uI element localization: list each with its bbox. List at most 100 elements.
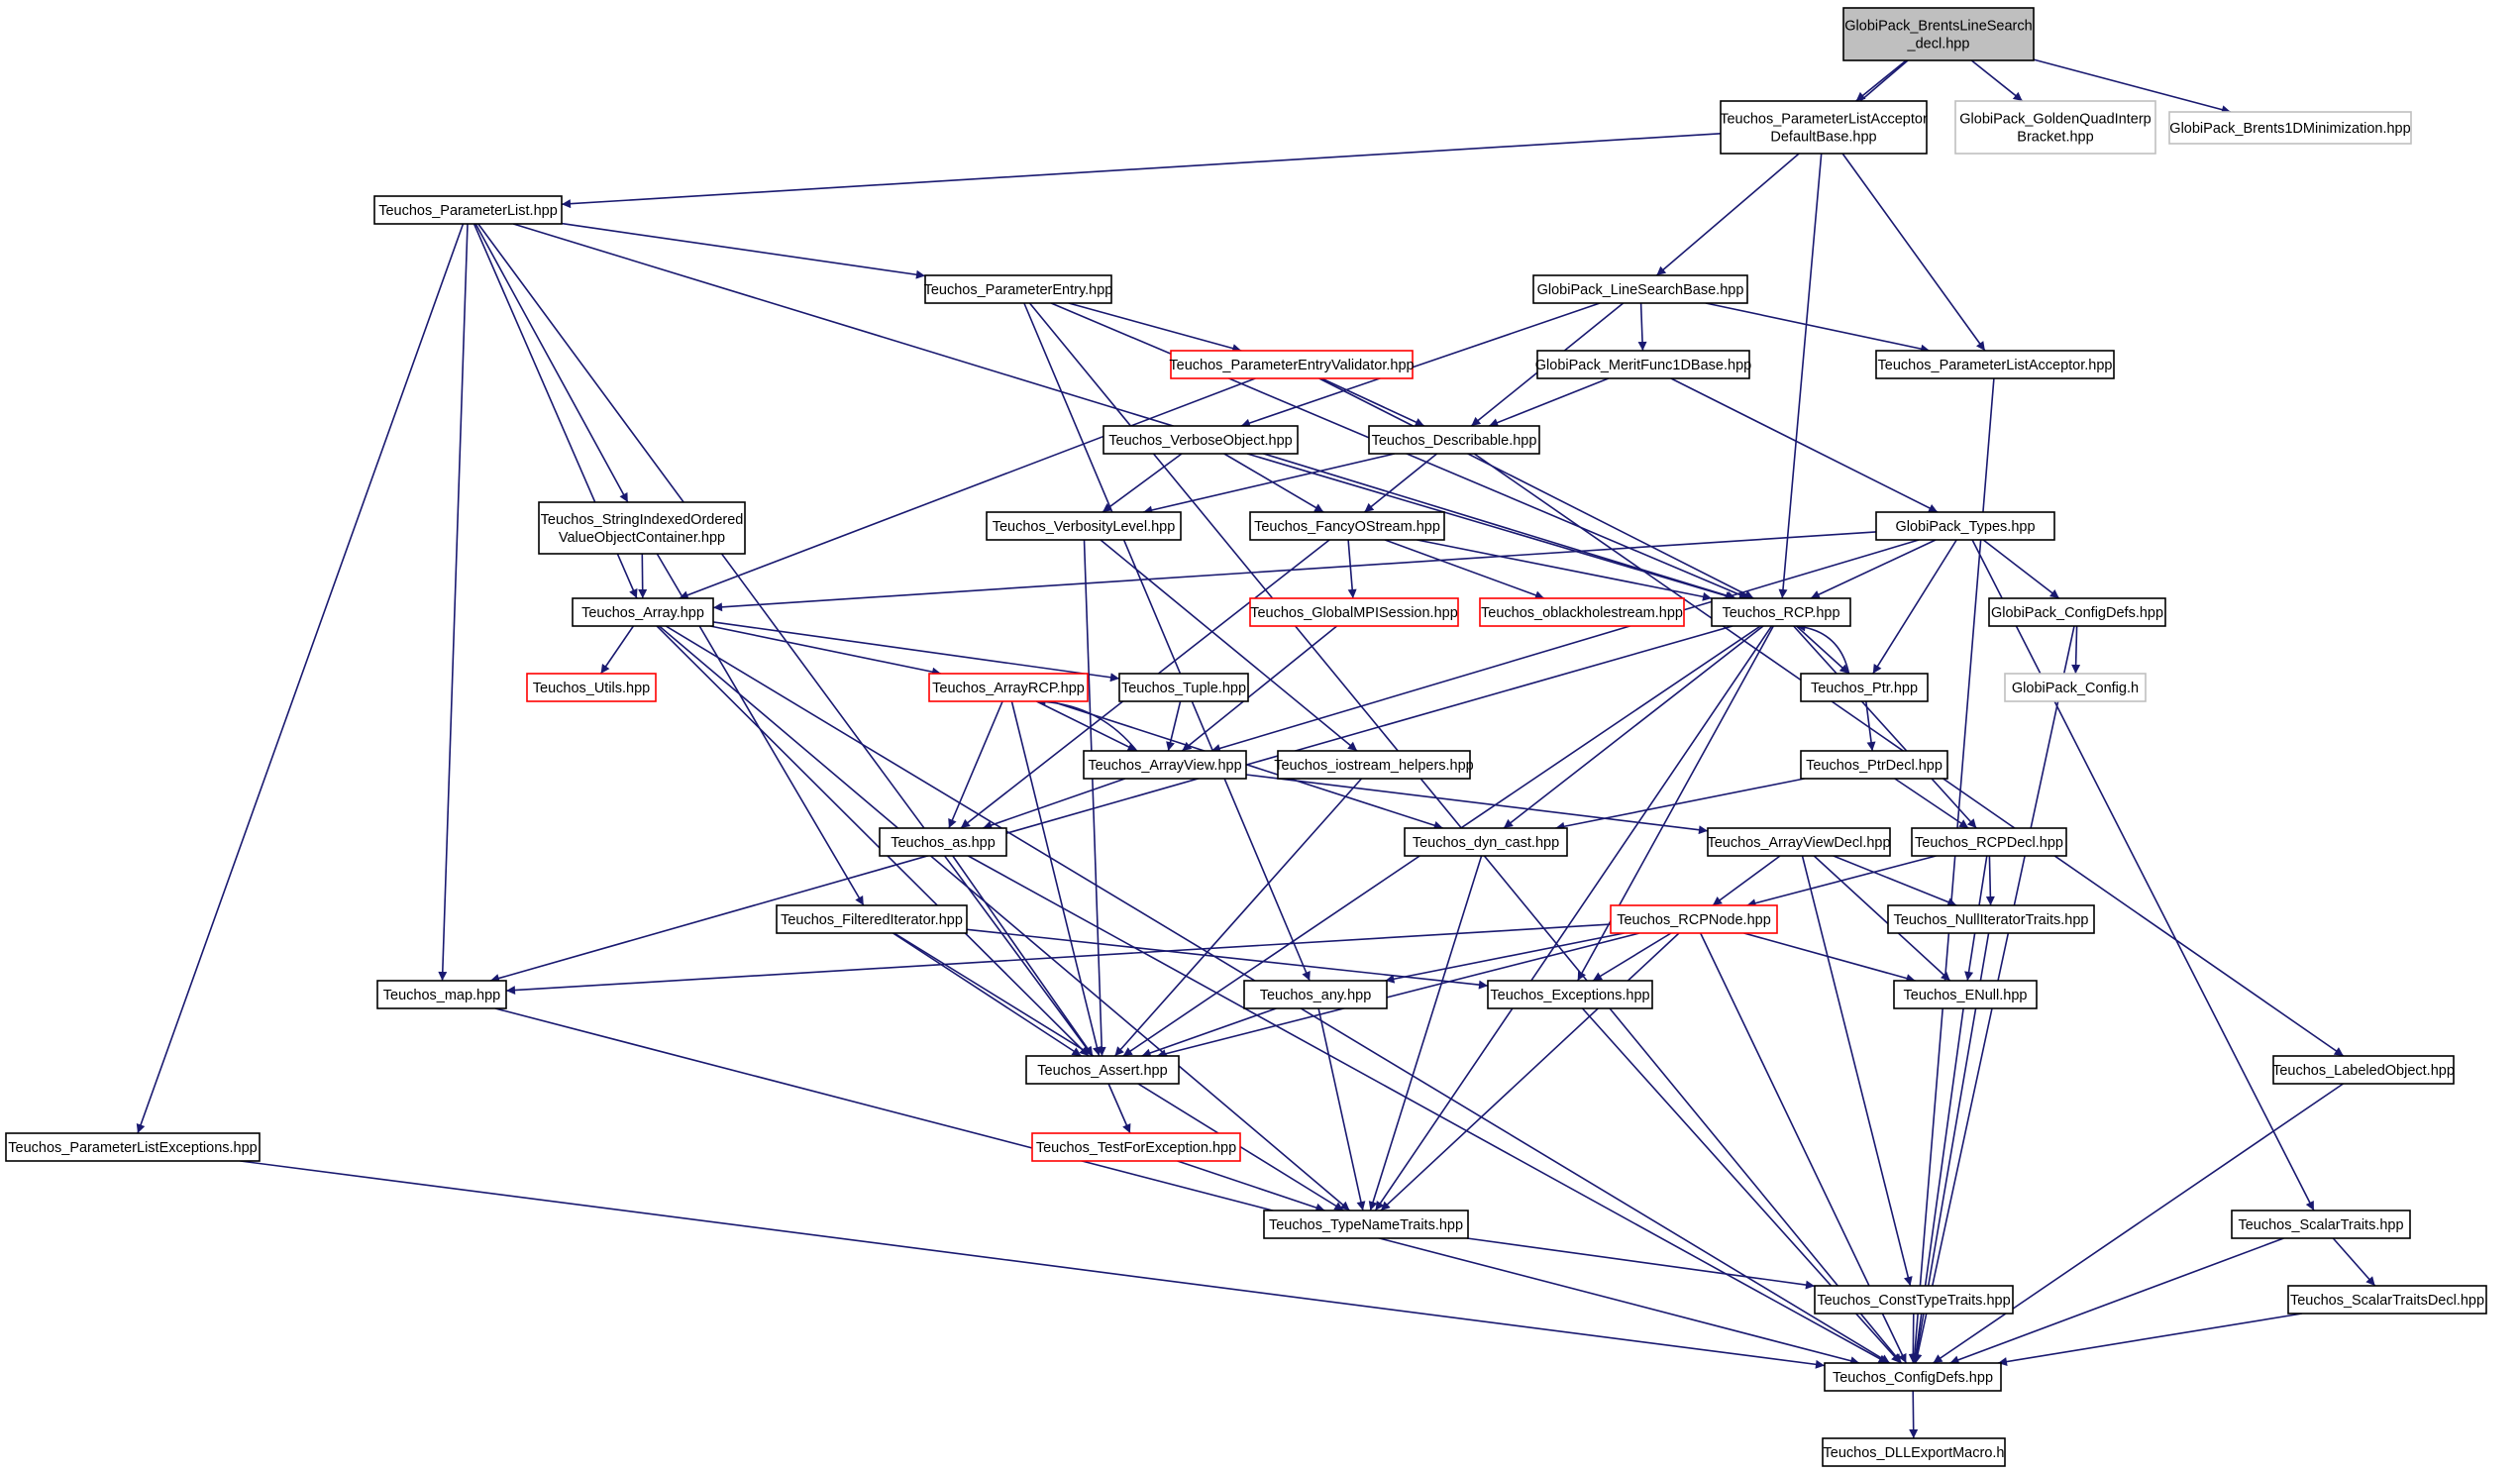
node-gcd[interactable]: GlobiPack_ConfigDefs.hpp: [1988, 597, 2166, 627]
node-vl[interactable]: Teuchos_VerbosityLevel.hpp: [986, 511, 1182, 541]
node-mf1[interactable]: GlobiPack_MeritFunc1DBase.hpp: [1535, 350, 1751, 379]
node-as[interactable]: Teuchos_as.hpp: [879, 827, 1007, 857]
node-label: GlobiPack_LineSearchBase.hpp: [1537, 282, 1744, 298]
edge-pl-to-ple: [136, 223, 465, 1134]
node-ple[interactable]: Teuchos_ParameterListExceptions.hpp: [5, 1132, 261, 1162]
node-ptrd[interactable]: Teuchos_PtrDecl.hpp: [1800, 750, 1948, 780]
node-label: Teuchos_VerboseObject.hpp: [1108, 433, 1292, 449]
node-sio[interactable]: Teuchos_StringIndexedOrderedValueObjectC…: [538, 501, 746, 555]
node-root[interactable]: GlobiPack_BrentsLineSearch_decl.hpp: [1842, 7, 2035, 61]
node-box-pe: [924, 274, 1112, 304]
node-tnt[interactable]: Teuchos_TypeNameTraits.hpp: [1263, 1210, 1469, 1239]
edge-pe-to-any: [1023, 302, 1311, 982]
node-rcp[interactable]: Teuchos_RCP.hpp: [1711, 597, 1851, 627]
node-tup[interactable]: Teuchos_Tuple.hpp: [1118, 673, 1249, 702]
node-label: Teuchos_StringIndexedOrdered: [541, 512, 744, 528]
node-any[interactable]: Teuchos_any.hpp: [1243, 980, 1388, 1009]
node-box-tcd: [1824, 1362, 2002, 1392]
node-box-sio: [538, 501, 746, 555]
edge-any-to-tnt: [1317, 1007, 1366, 1211]
node-tcd[interactable]: Teuchos_ConfigDefs.hpp: [1824, 1362, 2002, 1392]
node-ctt[interactable]: Teuchos_ConstTypeTraits.hpp: [1814, 1285, 2014, 1315]
node-lo[interactable]: Teuchos_LabeledObject.hpp: [2272, 1055, 2455, 1085]
node-dync[interactable]: Teuchos_dyn_cast.hpp: [1404, 827, 1568, 857]
node-rcpd[interactable]: Teuchos_RCPDecl.hpp: [1911, 827, 2067, 857]
node-label: Teuchos_ArrayViewDecl.hpp: [1707, 835, 1890, 851]
node-tfe[interactable]: Teuchos_TestForException.hpp: [1031, 1132, 1241, 1162]
node-fos[interactable]: Teuchos_FancyOStream.hpp: [1249, 511, 1445, 541]
node-box-fi: [776, 904, 968, 934]
node-dll[interactable]: Teuchos_DLLExportMacro.h: [1822, 1437, 2006, 1467]
node-box-obh: [1479, 597, 1685, 627]
edge-pl-to-map: [438, 223, 469, 982]
node-b1dm[interactable]: GlobiPack_Brents1DMinimization.hpp: [2168, 111, 2412, 145]
node-box-ple: [5, 1132, 261, 1162]
node-box-utils: [526, 673, 657, 702]
node-pla[interactable]: Teuchos_ParameterListAcceptor.hpp: [1875, 350, 2115, 379]
node-exc[interactable]: Teuchos_Exceptions.hpp: [1487, 980, 1653, 1009]
edge-rcp-to-exc: [1576, 625, 1775, 982]
node-arr[interactable]: Teuchos_Array.hpp: [572, 597, 714, 627]
edge-lsb-to-pla: [1705, 302, 1931, 354]
node-label: GlobiPack_GoldenQuadInterp: [1959, 112, 2151, 128]
node-lsb[interactable]: GlobiPack_LineSearchBase.hpp: [1532, 274, 1748, 304]
node-av[interactable]: Teuchos_ArrayView.hpp: [1083, 750, 1247, 780]
edge-tup-to-av: [1166, 700, 1182, 752]
node-plab[interactable]: Teuchos_ParameterListAcceptorDefaultBase…: [1720, 100, 1928, 155]
node-gmpi[interactable]: Teuchos_GlobalMPISession.hpp: [1249, 597, 1459, 627]
node-gcfg[interactable]: GlobiPack_Config.h: [2004, 673, 2147, 702]
edge-map-to-tcd: [494, 1007, 1860, 1366]
node-box-enull: [1893, 980, 2038, 1009]
node-arcp[interactable]: Teuchos_ArrayRCP.hpp: [928, 673, 1089, 702]
node-rcpn[interactable]: Teuchos_RCPNode.hpp: [1610, 904, 1778, 934]
node-box-rcp: [1711, 597, 1851, 627]
node-std[interactable]: Teuchos_ScalarTraitsDecl.hpp: [2287, 1285, 2487, 1315]
node-label: GlobiPack_MeritFunc1DBase.hpp: [1535, 358, 1751, 373]
edge-tfe-to-tnt: [1177, 1160, 1325, 1212]
node-gt[interactable]: GlobiPack_Types.hpp: [1875, 511, 2055, 541]
node-label: Teuchos_FancyOStream.hpp: [1254, 519, 1440, 535]
edge-fos-to-obh: [1384, 539, 1545, 600]
node-box-lsb: [1532, 274, 1748, 304]
edge-sio-to-arr: [638, 553, 648, 599]
node-pl[interactable]: Teuchos_ParameterList.hpp: [373, 195, 563, 225]
node-pev[interactable]: Teuchos_ParameterEntryValidator.hpp: [1169, 350, 1415, 379]
edge-rcpn-to-exc: [1592, 932, 1672, 982]
node-avd[interactable]: Teuchos_ArrayViewDecl.hpp: [1707, 827, 1891, 857]
node-pe[interactable]: Teuchos_ParameterEntry.hpp: [924, 274, 1113, 304]
node-box-gt: [1875, 511, 2055, 541]
node-desc[interactable]: Teuchos_Describable.hpp: [1368, 425, 1540, 455]
node-box-vo: [1102, 425, 1299, 455]
edge-pev-to-rcp: [1318, 377, 1754, 599]
node-nit[interactable]: Teuchos_NullIteratorTraits.hpp: [1887, 904, 2095, 934]
node-label: Teuchos_ParameterEntry.hpp: [924, 282, 1113, 298]
node-label: Teuchos_Ptr.hpp: [1811, 681, 1918, 696]
edge-arr-to-tnt: [658, 625, 1351, 1211]
edge-gt-to-gcd: [1982, 539, 2060, 599]
node-utils[interactable]: Teuchos_Utils.hpp: [526, 673, 657, 702]
edge-asrt-to-tfe: [1107, 1083, 1131, 1134]
node-ioh[interactable]: Teuchos_iostream_helpers.hpp: [1274, 750, 1474, 780]
node-vo[interactable]: Teuchos_VerboseObject.hpp: [1102, 425, 1299, 455]
node-box-avd: [1707, 827, 1891, 857]
node-enull[interactable]: Teuchos_ENull.hpp: [1893, 980, 2038, 1009]
node-label: Teuchos_ParameterListAcceptor.hpp: [1878, 358, 2113, 373]
edge-st-to-std: [2332, 1237, 2376, 1287]
node-label: Teuchos_as.hpp: [891, 835, 996, 851]
edge-arr-to-asrt: [656, 625, 1090, 1057]
node-label: ValueObjectContainer.hpp: [559, 530, 725, 546]
node-layer: GlobiPack_BrentsLineSearch_decl.hppTeuch…: [5, 7, 2487, 1467]
node-fi[interactable]: Teuchos_FilteredIterator.hpp: [776, 904, 968, 934]
node-label: Teuchos_oblackholestream.hpp: [1481, 605, 1683, 621]
node-st[interactable]: Teuchos_ScalarTraits.hpp: [2231, 1210, 2411, 1239]
node-map[interactable]: Teuchos_map.hpp: [376, 980, 507, 1009]
node-asrt[interactable]: Teuchos_Assert.hpp: [1025, 1055, 1180, 1085]
edge-vo-to-vl: [1102, 453, 1183, 513]
edge-rcpn-to-tnt: [1380, 932, 1680, 1211]
node-label: Teuchos_Assert.hpp: [1037, 1063, 1167, 1079]
node-ptr[interactable]: Teuchos_Ptr.hpp: [1800, 673, 1929, 702]
edge-gt-to-av: [1210, 539, 1920, 753]
node-obh[interactable]: Teuchos_oblackholestream.hpp: [1479, 597, 1685, 627]
